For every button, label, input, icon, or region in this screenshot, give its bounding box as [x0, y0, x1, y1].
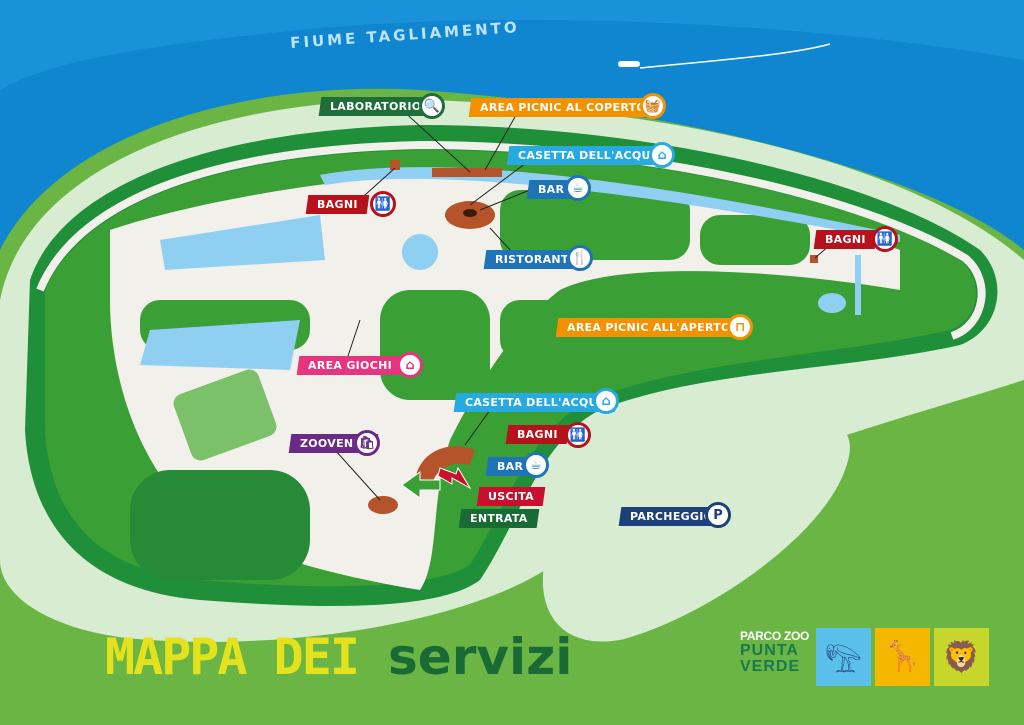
label-text: BAGNI: [317, 198, 358, 211]
shopping-bag-icon: 🛍: [354, 430, 380, 456]
restroom-icon: 🚻: [872, 226, 898, 252]
label-giochi[interactable]: AREA GIOCHI: [296, 356, 404, 375]
flamingo-icon: 𓅟: [816, 628, 871, 686]
boat-wake: [639, 43, 831, 69]
label-laboratorio[interactable]: LABORATORIO: [318, 97, 433, 116]
picnic-table-icon: ⊓: [727, 314, 753, 340]
logo-line3: VERDE: [740, 658, 801, 676]
label-text: BAGNI: [825, 233, 866, 246]
restroom-accessible-icon: 🚻: [370, 191, 396, 217]
label-text: CASETTA DELL'ACQUA: [518, 149, 660, 162]
label-text: RISTORANTE: [495, 253, 577, 266]
label-text: PARCHEGGIO: [630, 510, 714, 523]
lion-icon: 🦁: [934, 628, 989, 686]
label-uscita[interactable]: USCITA: [476, 487, 546, 506]
label-bagni-2[interactable]: BAGNI: [813, 230, 878, 249]
park-logo: PARCO ZOO PUNTA VERDE: [740, 630, 810, 676]
water-house-icon: ⌂: [593, 388, 619, 414]
label-bagni-3[interactable]: BAGNI: [505, 425, 570, 444]
label-text: BAR: [497, 460, 524, 473]
buildings: [368, 160, 818, 514]
leader-lines: [334, 107, 831, 501]
parking-icon: P: [705, 502, 731, 528]
title-part1: MAPPA DEI: [105, 628, 360, 686]
label-text: USCITA: [488, 490, 534, 503]
title-part2: servizi: [388, 628, 573, 686]
logo-line2: PUNTA: [740, 641, 799, 659]
parking-area: [542, 419, 850, 642]
label-entrata[interactable]: ENTRATA: [458, 509, 539, 528]
label-text: AREA PICNIC ALL'APERTO: [567, 321, 731, 334]
label-text: BAR: [538, 183, 565, 196]
water-house-icon: ⌂: [649, 142, 675, 168]
label-picnic-aperto[interactable]: AREA PICNIC ALL'APERTO: [555, 318, 743, 337]
lawns: [130, 190, 810, 580]
label-text: LABORATORIO: [330, 100, 422, 113]
logo-line1: PARCO ZOO: [740, 629, 810, 643]
coffee-cup-icon: ☕: [523, 452, 549, 478]
fork-knife-icon: 🍴: [567, 245, 593, 271]
entrance-arrows: [401, 466, 472, 499]
label-text: AREA PICNIC AL COPERTO: [480, 101, 647, 114]
ponds: [140, 167, 900, 370]
label-text: CASETTA DELL'ACQUA: [465, 396, 607, 409]
magnifier-eye-icon: 🔍: [419, 93, 445, 119]
sea: [0, 0, 1024, 250]
playground-icon: ⌂: [397, 352, 423, 378]
giraffe-icon: 🦒: [875, 628, 930, 686]
label-bagni-1[interactable]: BAGNI: [305, 195, 370, 214]
map-title: MAPPA DEI servizi: [105, 628, 572, 686]
label-casetta-1[interactable]: CASETTA DELL'ACQUA: [506, 146, 671, 165]
label-text: BAGNI: [517, 428, 558, 441]
paths: [110, 174, 900, 591]
coffee-cup-icon: ☕: [565, 175, 591, 201]
label-picnic-coperto[interactable]: AREA PICNIC AL COPERTO: [468, 98, 658, 117]
restroom-accessible-icon: 🚻: [565, 422, 591, 448]
boat: [618, 61, 640, 67]
label-text: AREA GIOCHI: [308, 359, 392, 372]
label-text: ENTRATA: [470, 512, 528, 525]
picnic-basket-icon: 🧺: [640, 93, 666, 119]
